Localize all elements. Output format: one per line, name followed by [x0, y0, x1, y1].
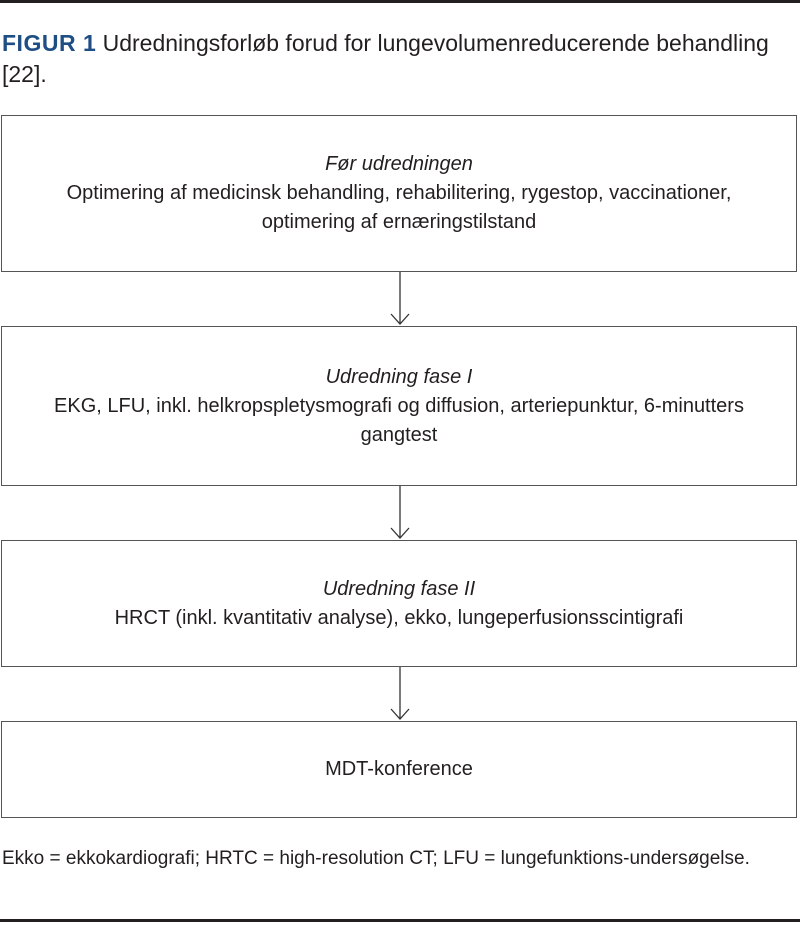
- step-box-phase-2: Udredning fase II HRCT (inkl. kvantitativ…: [1, 540, 797, 667]
- step-body: MDT-konference: [325, 758, 473, 780]
- step-body: Optimering af medicinsk behandling, reha…: [66, 182, 732, 233]
- step-box-mdt: MDT-konference: [1, 721, 797, 818]
- step-body: HRCT (inkl. kvantitativ analyse), ekko, …: [114, 606, 684, 629]
- figure-title: Udredningsforløb forud for lungevolumenr…: [2, 30, 769, 87]
- step-box-phase-1: Udredning fase I EKG, LFU, inkl. helkrops…: [1, 326, 797, 486]
- bottom-rule: [0, 919, 800, 922]
- figure-label: FIGUR 1: [2, 30, 97, 56]
- arrow-down-icon: [390, 486, 410, 539]
- step-body: EKG, LFU, inkl. helkropspletysmografi og…: [54, 394, 744, 446]
- step-heading: Udredning fase II: [322, 577, 476, 600]
- step-heading: Udredning fase I: [325, 365, 473, 388]
- arrow-down-icon: [390, 272, 410, 325]
- top-rule: [0, 0, 800, 3]
- step-heading: Før udredningen: [325, 153, 473, 175]
- footnote: Ekko = ekkokardiografi; HRTC = high-reso…: [2, 848, 750, 869]
- arrow-down-icon: [390, 667, 410, 720]
- figure-caption: FIGUR 1 Udredningsforløb forud for lunge…: [2, 28, 798, 90]
